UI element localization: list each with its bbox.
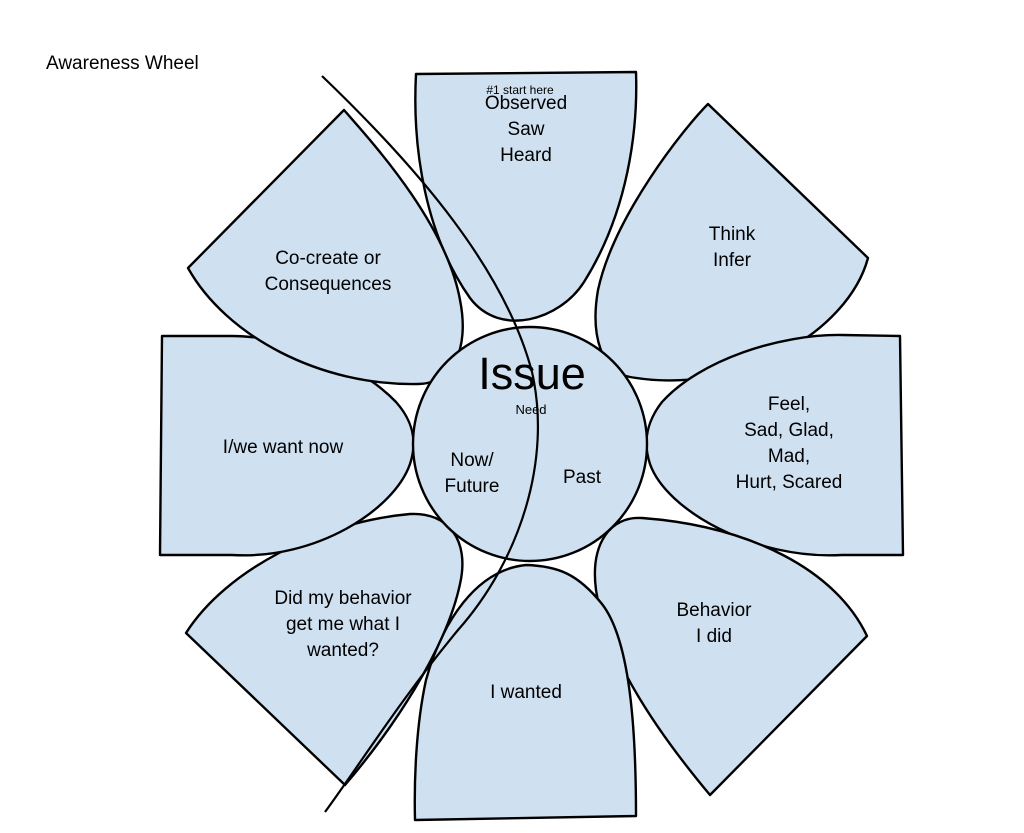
- issue-circle: [411, 325, 649, 563]
- petal-wanted-label: I wanted: [490, 682, 562, 703]
- petal-feel-label-line: Feel,: [768, 394, 810, 415]
- petal-co-create-label-line: Consequences: [265, 274, 392, 295]
- petal-feel-label: Feel, Sad, Glad, Mad, Hurt, Scared: [736, 394, 843, 493]
- divider-curve: [321, 75, 539, 813]
- start-here-note: #1 start here: [486, 83, 554, 97]
- petal-think-label-line: Infer: [713, 250, 752, 271]
- petal-wanted-label-line: I wanted: [490, 682, 562, 703]
- petal-did-my-behavior-label-line: wanted?: [306, 640, 379, 661]
- petal-feel-label-line: Mad,: [768, 446, 810, 467]
- need-label: Need: [515, 402, 546, 417]
- now-future-label-line: Future: [445, 476, 500, 497]
- petal-did-my-behavior-label-line: get me what I: [286, 614, 400, 635]
- petal-observed-label-line: Observed: [485, 93, 567, 114]
- petal-behavior-shape: [593, 516, 869, 797]
- petal-co-create-label-line: Co-create or: [275, 248, 381, 269]
- now-future-label-line: Now/: [450, 450, 494, 471]
- petal-think-label-line: Think: [709, 224, 756, 245]
- petal-want-now-label-line: I/we want now: [223, 437, 344, 458]
- petal-behavior: [593, 516, 869, 797]
- petal-want-now-label: I/we want now: [223, 437, 344, 458]
- petal-feel-label-line: Hurt, Scared: [736, 472, 843, 493]
- petal-co-create-label: Co-create or Consequences: [265, 248, 392, 295]
- petal-behavior-label-line: Behavior: [677, 600, 753, 621]
- petal-observed-label-line: Saw: [508, 119, 545, 140]
- petal-did-my-behavior-label: Did my behavior get me what I wanted?: [274, 588, 412, 661]
- petal-wanted: [413, 563, 638, 822]
- petal-wanted-shape: [413, 563, 638, 822]
- petal-behavior-label-line: I did: [696, 626, 732, 647]
- petal-behavior-label: Behavior I did: [677, 600, 753, 647]
- now-future-label: Now/Future: [445, 450, 500, 497]
- page-title: Awareness Wheel: [46, 53, 199, 74]
- issue-title: Issue: [478, 348, 586, 399]
- petal-observed-label-line: Heard: [500, 145, 552, 166]
- past-label: Past: [563, 467, 602, 488]
- petal-did-my-behavior-label-line: Did my behavior: [274, 588, 412, 609]
- petal-feel-label-line: Sad, Glad,: [744, 420, 834, 441]
